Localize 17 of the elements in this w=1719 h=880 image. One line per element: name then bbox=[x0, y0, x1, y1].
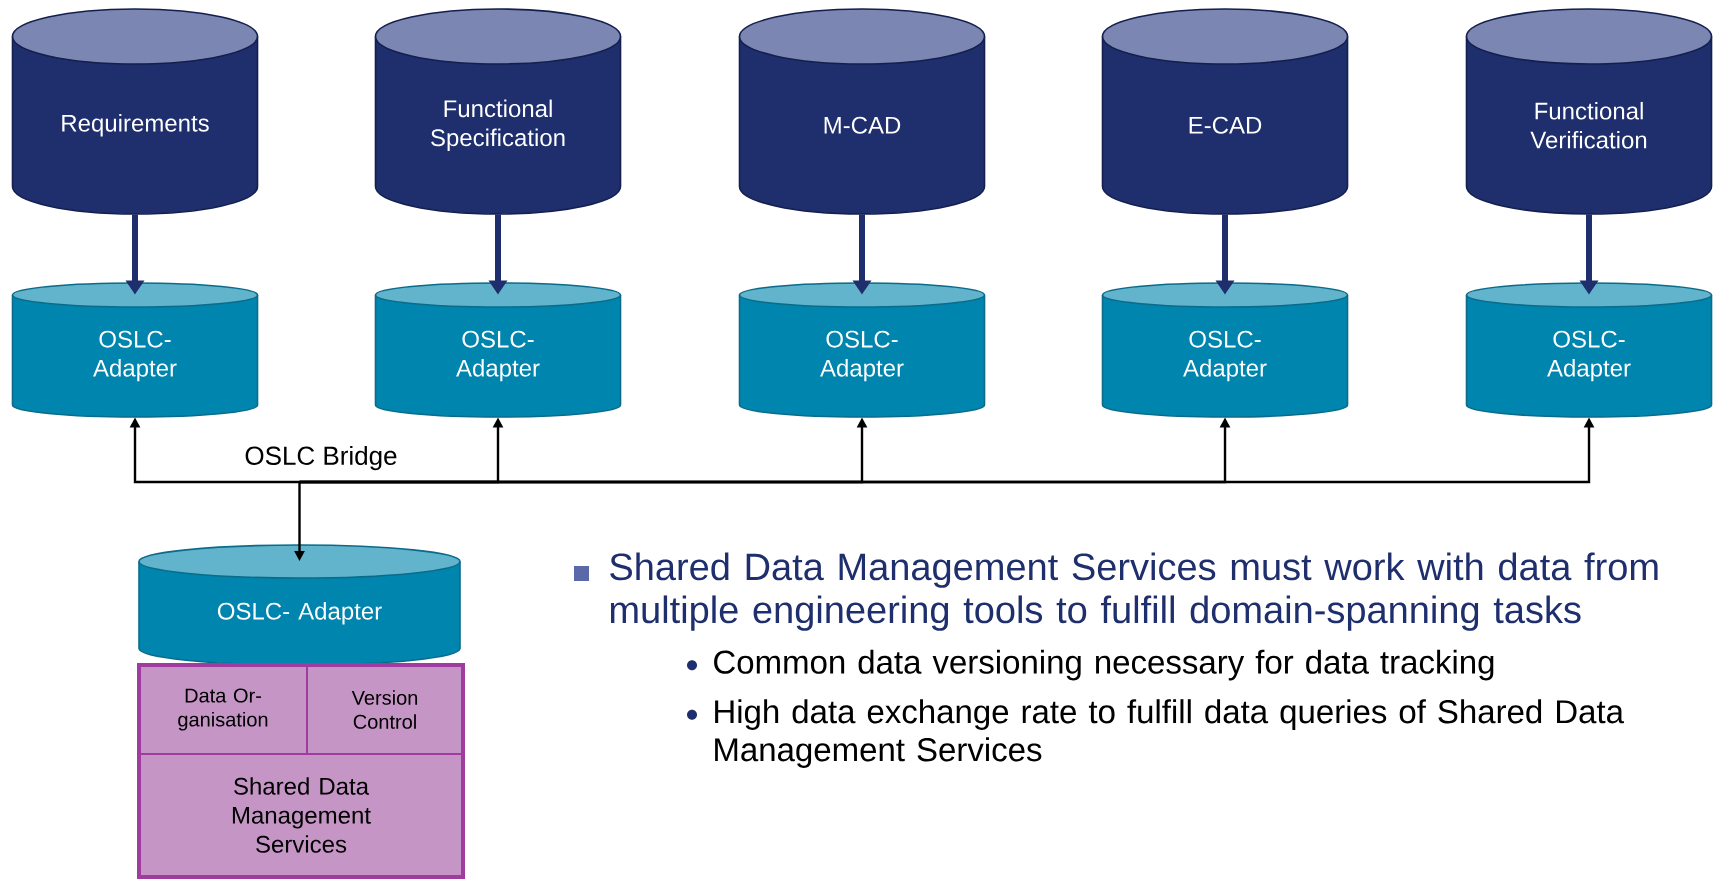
bullet-text: Shared Data Management Services must work with data from multiple engineering tools to fulfill domain-spanning tasks bbox=[610, 552, 1658, 631]
adapter-cylinder: OSLC- Adapter bbox=[138, 544, 461, 666]
adapter-cylinder: OSLC-Adapter bbox=[738, 282, 986, 418]
bullet-text: Common data versioning necessary for data tracking bbox=[714, 649, 1494, 681]
service-cell: Data Or-ganisation bbox=[138, 664, 308, 755]
bullet-text: High data exchange rate to fulfill data queries of Shared Data Management Services bbox=[715, 699, 1624, 768]
adapter-cylinder: OSLC-Adapter bbox=[1465, 282, 1713, 418]
database-cylinder: Functional Verification bbox=[1465, 8, 1713, 215]
adapter-cylinder: OSLC-Adapter bbox=[11, 282, 259, 418]
database-cylinder: Functional Specification bbox=[374, 8, 622, 215]
database-cylinder: Requirements bbox=[11, 8, 259, 215]
database-cylinder: E-CAD bbox=[1101, 8, 1349, 215]
database-cylinder: M-CAD bbox=[738, 8, 986, 215]
adapter-cylinder: OSLC-Adapter bbox=[1101, 282, 1349, 418]
adapter-cylinder: OSLC-Adapter bbox=[374, 282, 622, 418]
service-cell: Version Control bbox=[306, 664, 464, 755]
bus-label: OSLC Bridge bbox=[245, 445, 397, 471]
